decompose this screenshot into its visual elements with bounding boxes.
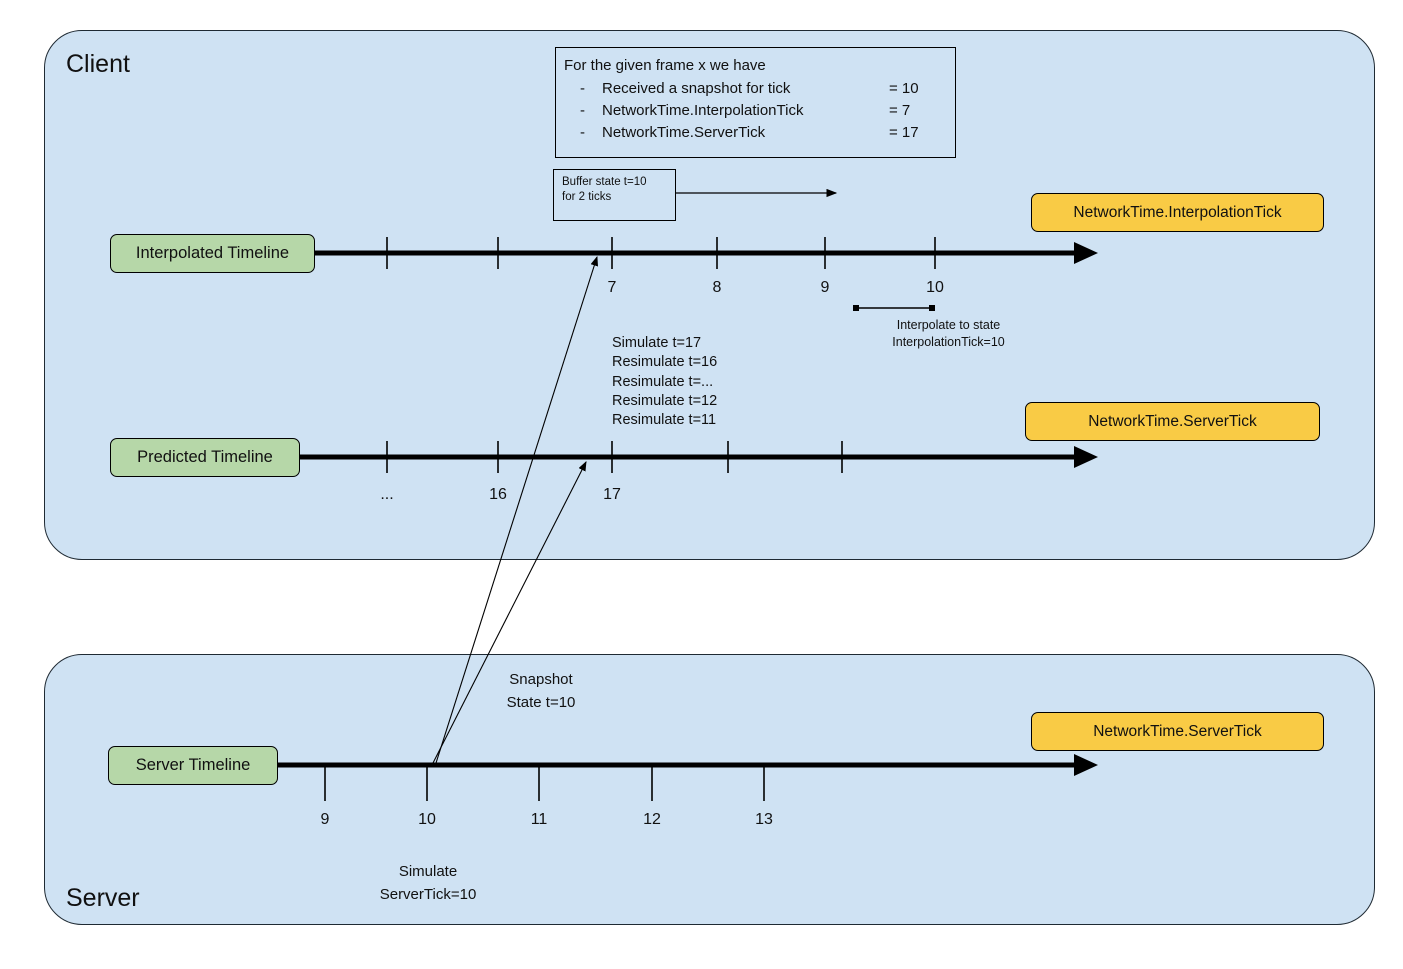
bullet-dash: -	[580, 80, 585, 97]
simulate-server-line1: Simulate	[398, 863, 458, 880]
interpolation-tick-badge: NetworkTime.InterpolationTick	[1031, 193, 1324, 232]
simulate-list-item: Resimulate t=12	[612, 392, 718, 409]
frame-info-label: NetworkTime.InterpolationTick	[602, 102, 804, 119]
client-panel-title: Client	[66, 50, 130, 78]
interpolate-note-line1: Interpolate to state	[896, 318, 1001, 332]
frame-info-row: - Received a snapshot for tick = 10	[564, 78, 945, 100]
frame-info-value: = 10	[889, 80, 919, 97]
buffer-note-line1: Buffer state t=10	[562, 176, 647, 188]
frame-info-value: = 7	[889, 102, 911, 119]
snapshot-note: Snapshot State t=10	[476, 668, 606, 714]
frame-info-label: NetworkTime.ServerTick	[602, 124, 766, 141]
simulate-list-item: Resimulate t=...	[612, 373, 714, 390]
frame-info-title: For the given frame x we have	[564, 57, 766, 74]
buffer-state-note: Buffer state t=10 for 2 ticks	[553, 169, 676, 221]
bullet-dash: -	[580, 124, 585, 141]
server-tick-badge-server: NetworkTime.ServerTick	[1031, 712, 1324, 751]
bullet-dash: -	[580, 102, 585, 119]
simulate-list-item: Resimulate t=11	[612, 412, 717, 429]
server-timeline-label: Server Timeline	[108, 746, 278, 785]
interpolate-note: Interpolate to state InterpolationTick=1…	[856, 317, 1041, 351]
predicted-timeline-label: Predicted Timeline	[110, 438, 300, 477]
simulate-resimulate-list: Simulate t=17 Resimulate t=16 Resimulate…	[612, 334, 717, 430]
frame-info-value: = 17	[889, 124, 919, 141]
server-panel-title: Server	[66, 884, 140, 912]
simulate-list-item: Resimulate t=16	[612, 354, 718, 371]
server-panel	[44, 654, 1375, 925]
snapshot-note-line1: Snapshot	[509, 671, 573, 688]
frame-info-box: For the given frame x we have - Received…	[555, 47, 956, 158]
simulate-server-line2: ServerTick=10	[379, 886, 477, 903]
simulate-server-note: Simulate ServerTick=10	[348, 860, 508, 906]
snapshot-note-line2: State t=10	[506, 694, 576, 711]
server-tick-badge-client: NetworkTime.ServerTick	[1025, 402, 1320, 441]
interpolated-timeline-label: Interpolated Timeline	[110, 234, 315, 273]
simulate-list-item: Simulate t=17	[612, 335, 702, 351]
buffer-note-line2: for 2 ticks	[562, 191, 612, 203]
interpolate-note-line2: InterpolationTick=10	[892, 335, 1005, 349]
frame-info-label: Received a snapshot for tick	[602, 80, 791, 97]
frame-info-row: - NetworkTime.ServerTick = 17	[564, 122, 945, 144]
frame-info-row: - NetworkTime.InterpolationTick = 7	[564, 100, 945, 122]
